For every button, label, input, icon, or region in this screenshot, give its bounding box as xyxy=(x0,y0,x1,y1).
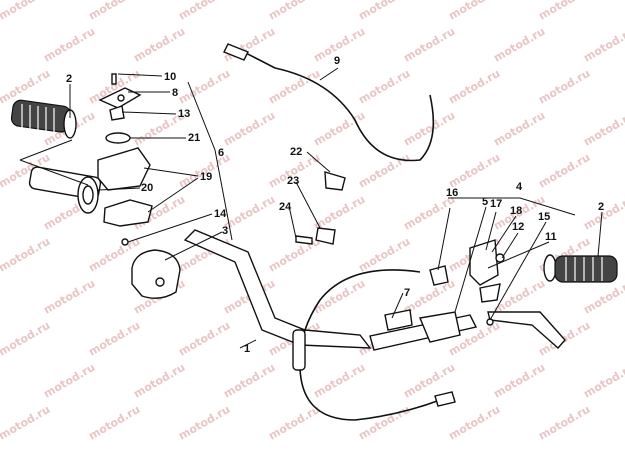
watermark-text: motod.ru xyxy=(491,109,547,149)
throttle-cable xyxy=(239,49,435,162)
callout-13: 13 xyxy=(178,108,190,120)
callout-19: 19 xyxy=(200,171,212,183)
watermark-text: motod.ru xyxy=(356,151,412,191)
callout-3: 3 xyxy=(222,225,228,237)
throttle-tube xyxy=(28,166,102,214)
bar-clamp xyxy=(131,249,181,299)
watermark-text: motod.ru xyxy=(581,109,625,149)
watermark-text: motod.ru xyxy=(131,361,187,401)
handlebar xyxy=(183,229,372,349)
throttle-housing xyxy=(97,73,153,246)
throttle-cable-end xyxy=(223,43,249,61)
watermark-text: motod.ru xyxy=(536,403,592,443)
watermark-text: motod.ru xyxy=(536,0,592,23)
watermark-text: motod.ru xyxy=(266,0,322,23)
watermark-text: motod.ru xyxy=(356,67,412,107)
left-grip xyxy=(10,99,77,139)
cable-end xyxy=(434,391,456,407)
callout-20: 20 xyxy=(141,182,153,194)
callout-14: 14 xyxy=(214,208,227,220)
cable-adjuster xyxy=(292,329,306,371)
watermark-text: motod.ru xyxy=(0,403,52,443)
callout-6: 6 xyxy=(218,147,224,159)
watermark-text: motod.ru xyxy=(356,403,412,443)
watermark-text: motod.ru xyxy=(221,361,277,401)
watermark-text: motod.ru xyxy=(491,25,547,65)
watermark-text: motod.ru xyxy=(401,25,457,65)
right-grip xyxy=(543,254,618,283)
watermark-text: motod.ru xyxy=(446,67,502,107)
watermark-text: motod.ru xyxy=(266,235,322,275)
callout-16: 16 xyxy=(446,187,458,199)
callout-23: 23 xyxy=(287,175,299,187)
callout-12: 12 xyxy=(512,221,524,233)
watermark-text: motod.ru xyxy=(536,67,592,107)
watermark-text: motod.ru xyxy=(176,403,232,443)
callout-21: 21 xyxy=(188,132,200,144)
watermark-text: motod.ru xyxy=(41,25,97,65)
watermark-text: motod.ru xyxy=(446,403,502,443)
leader-lines xyxy=(19,67,603,349)
watermark-text: motod.ru xyxy=(0,319,52,359)
watermark-text: motod.ru xyxy=(0,235,52,275)
watermark-text: motod.ru xyxy=(176,67,232,107)
watermark-text: motod.ru xyxy=(581,361,625,401)
cable-guide-parts xyxy=(295,171,346,245)
callout-18: 18 xyxy=(510,205,522,217)
callout-17: 17 xyxy=(490,198,502,210)
watermark-text: motod.ru xyxy=(86,319,142,359)
watermark-text: motod.ru xyxy=(536,151,592,191)
callout-4: 4 xyxy=(516,181,523,193)
callout-10: 10 xyxy=(164,71,176,83)
callout-1: 1 xyxy=(244,343,250,355)
callout-22: 22 xyxy=(290,146,302,158)
callout-9: 9 xyxy=(334,55,340,67)
callout-labels: 1 2 2 3 4 5 6 7 8 9 10 11 12 13 14 15 16… xyxy=(66,55,604,355)
watermark-text: motod.ru xyxy=(176,319,232,359)
watermark-text: motod.ru xyxy=(356,0,412,23)
callout-2-left: 2 xyxy=(66,73,72,85)
watermark-text: motod.ru xyxy=(86,0,142,23)
callout-11: 11 xyxy=(545,231,557,243)
watermark-text: motod.ru xyxy=(356,235,412,275)
watermark-text: motod.ru xyxy=(446,151,502,191)
watermark-text: motod.ru xyxy=(176,0,232,23)
watermark-text: motod.ru xyxy=(446,0,502,23)
callout-2-right: 2 xyxy=(598,201,604,213)
watermark-text: motod.ru xyxy=(0,0,52,23)
callout-7: 7 xyxy=(404,287,410,299)
watermark-text: motod.ru xyxy=(311,361,367,401)
watermark-text: motod.ru xyxy=(491,277,547,317)
watermark-text: motod.ru xyxy=(401,109,457,149)
callout-15: 15 xyxy=(538,211,550,223)
watermark-text: motod.ru xyxy=(491,361,547,401)
callout-5: 5 xyxy=(482,196,488,208)
watermark-text: motod.ru xyxy=(86,403,142,443)
watermark-text: motod.ru xyxy=(581,25,625,65)
callout-24: 24 xyxy=(279,201,292,213)
callout-8: 8 xyxy=(172,87,178,99)
watermark-text: motod.ru xyxy=(131,25,187,65)
watermark-text: motod.ru xyxy=(221,109,277,149)
watermark-text: motod.ru xyxy=(41,277,97,317)
watermark-text: motod.ru xyxy=(581,277,625,317)
watermark-text: motod.ru xyxy=(266,403,322,443)
watermark-text: motod.ru xyxy=(41,361,97,401)
